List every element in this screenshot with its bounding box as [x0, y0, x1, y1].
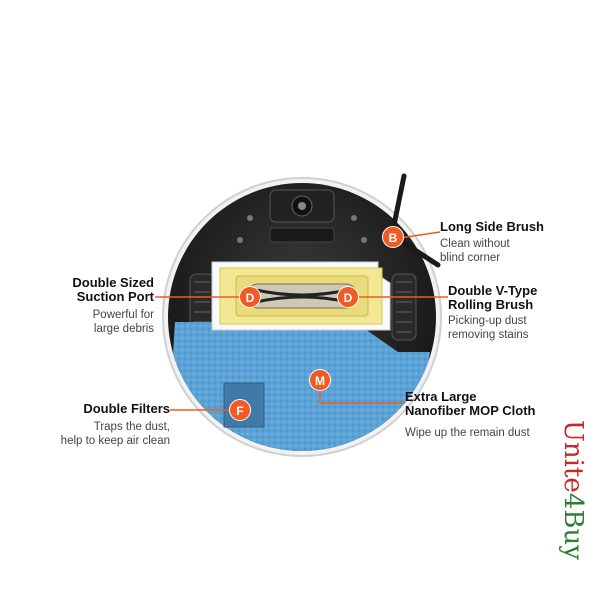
suction-port-desc-1: Powerful for: [92, 309, 154, 321]
rolling-brush-desc-1: Picking-up dust: [448, 315, 527, 327]
marker-m: M: [309, 369, 331, 391]
watermark-text-4buy: 4Buy: [558, 492, 588, 560]
mop-title-1: Extra Large: [405, 389, 477, 404]
suction-port-callout: Double Sized Suction Port Powerful for l…: [38, 276, 154, 336]
mop-desc: Wipe up the remain dust: [405, 427, 530, 439]
suction-port-desc-2: large debris: [93, 323, 154, 335]
long-side-brush-desc-2: blind corner: [440, 252, 501, 264]
filters-desc-2: help to keep air clean: [60, 435, 170, 447]
long-side-brush-desc-1: Clean without: [440, 238, 510, 250]
mop-title-2: Nanofiber MOP Cloth: [405, 403, 536, 418]
top-sensors: [225, 189, 367, 268]
brand-watermark: Unite4Buy: [540, 420, 600, 560]
filters-title: Double Filters: [83, 401, 170, 416]
suction-port-title-2: Suction Port: [76, 289, 154, 304]
filters-callout: Double Filters Traps the dust, help to k…: [28, 402, 170, 448]
rolling-brush-desc-2: removing stains: [448, 329, 529, 341]
right-wheel: [391, 273, 417, 341]
rolling-brush-title-1: Double V-Type: [448, 283, 538, 298]
marker-f: F: [229, 399, 251, 421]
marker-d-suction: D: [239, 286, 261, 308]
long-side-brush-title: Long Side Brush: [440, 219, 544, 234]
mop-callout: Extra Large Nanofiber MOP Cloth Wipe up …: [405, 390, 535, 440]
marker-b: B: [382, 226, 404, 248]
watermark-text-unite: Unite: [558, 420, 588, 493]
suction-port-title-1: Double Sized: [72, 275, 154, 290]
filters-desc-1: Traps the dust,: [93, 421, 170, 433]
rolling-brush-callout: Double V-Type Rolling Brush Picking-up d…: [448, 284, 537, 342]
long-side-brush-callout: Long Side Brush Clean without blind corn…: [440, 220, 544, 265]
marker-d-brush: D: [337, 286, 359, 308]
rolling-brush-title-2: Rolling Brush: [448, 297, 534, 312]
